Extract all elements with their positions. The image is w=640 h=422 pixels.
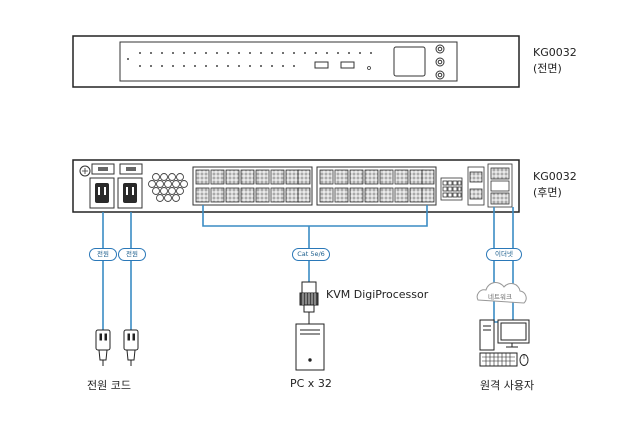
power-badge: 전원 — [118, 248, 146, 261]
front-led-row-top — [139, 52, 372, 54]
power-socket — [117, 177, 143, 209]
terminal-block — [440, 177, 463, 201]
power-plug-icon — [95, 329, 111, 366]
front-usb-port — [314, 61, 329, 69]
ground-screw-icon — [79, 165, 91, 177]
rear-unit — [72, 159, 520, 213]
front-side-label: (전면) — [533, 62, 562, 75]
rear-model-label: KG0032 — [533, 170, 577, 183]
ethernet-badge: 이더넷 — [486, 248, 522, 261]
kvm-label: KVM DigiProcessor — [326, 288, 429, 301]
front-model-label: KG0032 — [533, 46, 577, 59]
pc-tower-icon — [295, 323, 325, 371]
vent-grille — [148, 173, 188, 202]
front-buttons — [435, 44, 445, 80]
kvm-digiprocessor-icon — [299, 281, 319, 324]
kvm-port-bank-2 — [316, 166, 437, 206]
power-badge: 전원 — [89, 248, 117, 261]
rear-side-label: (후면) — [533, 186, 562, 199]
power-switch — [91, 163, 115, 175]
power-socket — [89, 177, 115, 209]
lan-ports — [487, 163, 513, 208]
network-label: 네트워크 — [488, 293, 512, 301]
front-unit — [72, 35, 520, 88]
workstation-icon — [479, 319, 530, 367]
power-plug-icon — [123, 329, 139, 366]
front-lcd-display — [393, 46, 426, 77]
power-switch — [119, 163, 143, 175]
remote-user-label: 원격 사용자 — [480, 379, 535, 392]
kvm-port-bank-1 — [192, 166, 313, 206]
front-led-row-bottom — [127, 58, 295, 67]
pc-label: PC x 32 — [290, 377, 332, 390]
front-usb-port — [340, 61, 355, 69]
cloud-icon — [476, 282, 527, 304]
cat-cable-badge: Cat 5e/6 — [292, 248, 330, 261]
power-cord-label: 전원 코드 — [87, 379, 131, 392]
cables — [102, 205, 514, 330]
console-ports — [467, 166, 485, 206]
